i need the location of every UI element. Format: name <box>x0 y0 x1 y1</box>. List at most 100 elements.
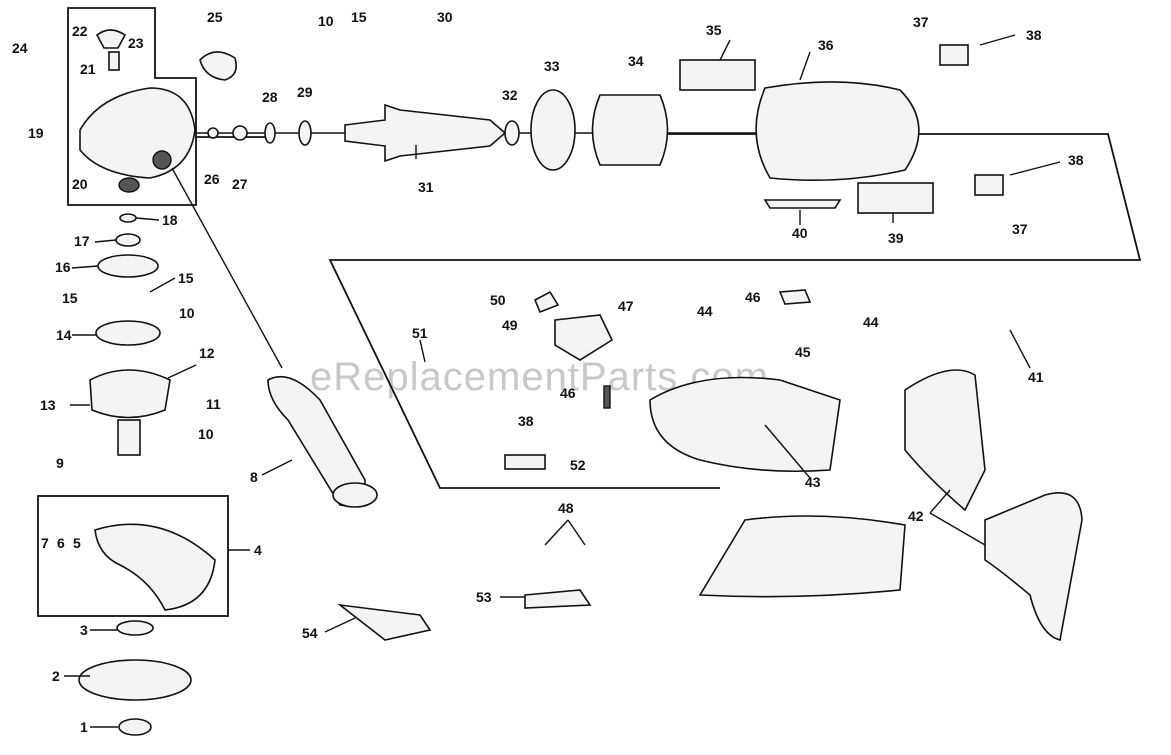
callout-35: 35 <box>706 22 722 38</box>
callout-23: 23 <box>128 35 144 51</box>
callout-38b: 38 <box>1068 152 1084 168</box>
callout-3: 3 <box>80 622 88 638</box>
callout-54: 54 <box>302 625 318 641</box>
part-50 <box>533 290 560 314</box>
button-22-part <box>95 29 127 49</box>
switch-cover-49-part <box>554 314 614 361</box>
callout-10c: 10 <box>318 13 334 29</box>
callout-27: 27 <box>232 176 248 192</box>
guard-group-frame <box>37 495 229 617</box>
callout-10a: 10 <box>198 426 214 442</box>
callout-49: 49 <box>502 317 518 333</box>
armature-31-part <box>344 103 507 163</box>
callout-47: 47 <box>618 298 634 314</box>
callout-21: 21 <box>80 61 96 77</box>
callout-33: 33 <box>544 58 560 74</box>
brush-plate-53-part <box>524 589 592 609</box>
callout-37a: 37 <box>913 14 929 30</box>
bearing-32-part <box>504 120 520 146</box>
gear-housing-group-frame <box>67 7 197 206</box>
callout-26: 26 <box>204 171 220 187</box>
rear-handle-43-lower-part <box>698 515 906 598</box>
spring-23-part <box>108 51 120 71</box>
switch-assembly-part <box>904 369 986 512</box>
callout-2: 2 <box>52 668 60 684</box>
spindle-part <box>117 419 141 456</box>
callout-43: 43 <box>805 474 821 490</box>
callout-18: 18 <box>162 212 178 228</box>
callout-53: 53 <box>476 589 492 605</box>
callout-15c: 15 <box>351 9 367 25</box>
nameplate-40-part <box>763 199 842 209</box>
callout-9: 9 <box>56 455 64 471</box>
callout-40: 40 <box>792 225 808 241</box>
callout-46a: 46 <box>745 289 761 305</box>
part-46 <box>778 289 812 305</box>
callout-6: 6 <box>57 535 65 551</box>
callout-14: 14 <box>56 327 72 343</box>
callout-31: 31 <box>418 179 434 195</box>
part-27 <box>232 125 248 141</box>
callout-5: 5 <box>73 535 81 551</box>
spring-48-part <box>603 385 611 409</box>
cover-54-part <box>337 603 432 641</box>
callout-50: 50 <box>490 292 506 308</box>
callout-32: 32 <box>502 87 518 103</box>
callout-29: 29 <box>297 84 313 100</box>
motor-housing-36-part <box>755 81 920 182</box>
callout-39: 39 <box>888 230 904 246</box>
bearing-20-part <box>118 177 140 193</box>
callout-22: 22 <box>72 23 88 39</box>
callout-46b: 46 <box>560 385 576 401</box>
holder-52-part <box>504 454 546 470</box>
callout-13: 13 <box>40 397 56 413</box>
spindle-hole-part <box>152 150 172 170</box>
inner-flange-3-part <box>116 620 154 636</box>
callout-34: 34 <box>628 53 644 69</box>
callout-4: 4 <box>254 542 262 558</box>
rear-cap-42-part <box>984 492 1083 641</box>
callout-28: 28 <box>262 89 278 105</box>
vent-25-part <box>199 51 238 81</box>
callout-10b: 10 <box>179 305 195 321</box>
callout-24: 24 <box>12 40 28 56</box>
gear-housing-part <box>79 87 196 179</box>
leader-lines <box>64 34 1061 728</box>
part-28 <box>264 122 276 144</box>
callout-8: 8 <box>250 469 258 485</box>
callout-42: 42 <box>908 508 924 524</box>
callout-37b: 37 <box>1012 221 1028 237</box>
callout-48: 48 <box>558 500 574 516</box>
label-39-part <box>857 182 934 214</box>
part-29 <box>298 120 312 146</box>
callout-45: 45 <box>795 344 811 360</box>
callout-16: 16 <box>55 259 71 275</box>
callout-1: 1 <box>80 719 88 735</box>
callout-52: 52 <box>570 457 586 473</box>
callout-11: 11 <box>206 396 221 412</box>
callout-19: 19 <box>28 125 44 141</box>
callout-25: 25 <box>207 9 223 25</box>
brush-holder-37-top <box>939 44 969 66</box>
wheel-guard-4-part <box>94 523 216 611</box>
callout-labels: 1 2 3 4 5 6 7 8 9 10 11 12 13 14 15 15 1… <box>12 9 1084 735</box>
callout-44a: 44 <box>697 303 713 319</box>
nut-17-part <box>115 233 141 247</box>
callout-30: 30 <box>437 9 453 25</box>
outer-nut-1-part <box>118 718 152 736</box>
handle-assembly-line <box>171 167 283 369</box>
label-35-part <box>679 59 756 91</box>
callout-38c: 38 <box>518 413 534 429</box>
callout-17: 17 <box>74 233 90 249</box>
callout-38a: 38 <box>1026 27 1042 43</box>
callout-51: 51 <box>412 325 428 341</box>
handle-grip-end-part <box>332 482 378 508</box>
grinding-wheel-2-part <box>78 659 192 701</box>
brush-holder-37-bottom <box>974 174 1004 196</box>
callout-15b: 15 <box>178 270 194 286</box>
callout-20: 20 <box>72 176 88 192</box>
gear-case-12-part <box>89 369 171 419</box>
field-34-part <box>591 94 669 166</box>
